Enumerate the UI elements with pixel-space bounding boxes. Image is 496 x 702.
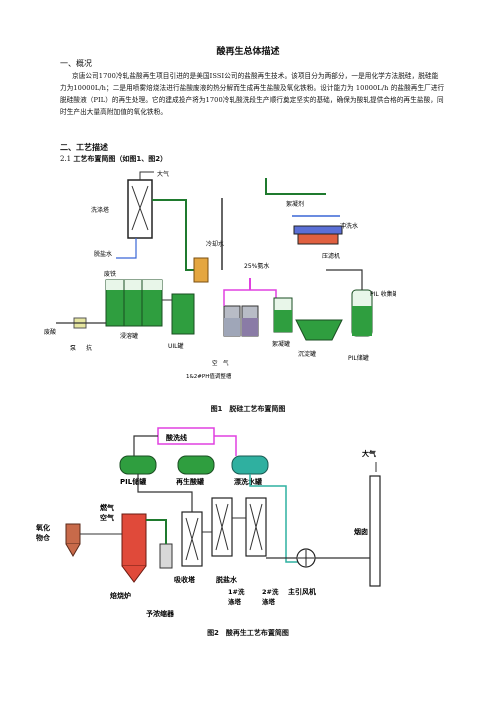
fig2-chimney: 烟囱 [354, 527, 368, 536]
fig2-scrubber1b: 涤塔 [228, 597, 242, 606]
leach-tank-top [106, 280, 162, 290]
ammonia-header [223, 289, 277, 306]
chimney [369, 475, 381, 587]
absorber-packing [185, 517, 199, 561]
fig2-rinse-tank: 漂洗水罐 [233, 477, 262, 486]
fig1-pil-storage: PIL储罐 [348, 354, 369, 362]
fig1-uil-tank: UIL罐 [168, 342, 184, 350]
scrubber-link-lines [202, 517, 246, 533]
preconcentrator [159, 543, 173, 569]
subsection-title: 工艺布置简图（如图1、图2） [73, 155, 168, 163]
pil-buffer-liquid [352, 306, 372, 336]
pil-line [326, 269, 363, 290]
roaster-gas-line [146, 519, 167, 544]
fig1-cooling-water: 冷却水 [206, 240, 224, 248]
fig2-absorber: 吸收塔 [174, 575, 196, 584]
subsection-number: 2.1 [60, 155, 72, 163]
regen-acid-tank [177, 455, 215, 475]
roaster [121, 513, 147, 567]
fig1-pump2: 抗 [86, 344, 92, 352]
fig1-scrubber-label: 洗涤塔 [91, 206, 109, 214]
fig2-fan: 主引风机 [288, 587, 316, 596]
fig1-settling-tank: 沉淀罐 [298, 350, 316, 358]
ph-tank-1-liquid [224, 318, 240, 336]
scrubber-2-packing [249, 503, 263, 551]
pil-to-absorber [137, 474, 193, 512]
scrubber-tower [127, 179, 153, 239]
fig2-scrubber2b: 涤塔 [262, 597, 276, 606]
heat-exchanger [193, 257, 209, 283]
fig1-scrap-iron: 废铁 [104, 270, 116, 278]
fig2-scrubber1: 1#洗 [228, 587, 245, 596]
fig1-floc-tank: 絮凝罐 [272, 340, 290, 348]
pil-tank [119, 455, 157, 475]
oxide-silo [65, 523, 81, 545]
ph-tank-2-liquid [242, 318, 258, 336]
fig2-iron-oxide: 氧化 [36, 523, 50, 532]
fig2-air: 空气 [100, 513, 114, 522]
rinse-tank [231, 455, 269, 475]
uil-tank [171, 293, 195, 335]
fan-blades [298, 550, 314, 566]
fig2-roaster: 焙烧炉 [110, 591, 131, 600]
flocculant-line [265, 178, 326, 195]
figure1-caption: 图1 脱硅工艺布置简图 [210, 405, 286, 413]
fig1-atmosphere: 大气 [157, 170, 169, 178]
fig2-regen-tank: 再生酸罐 [176, 477, 204, 486]
vent-line [139, 171, 154, 180]
fig1-flocculant: 絮凝剂 [286, 200, 304, 208]
fig2-preconcentrator: 予浓缩器 [146, 609, 175, 618]
pickling-to-regen [214, 435, 237, 456]
fig1-leach-tank: 浸溶罐 [120, 332, 138, 340]
rinse-line [249, 474, 298, 563]
subsection-heading: 2.1 工艺布置简图（如图1、图2） [60, 154, 167, 164]
fig2-pickling-line: 酸洗线 [166, 433, 187, 442]
floc-tank-liquid [274, 310, 292, 332]
fig1-pump: 泵 [70, 345, 76, 352]
fig1-pil-buffer: PIL 收集罐 [370, 290, 396, 298]
oxide-silo-cone [65, 543, 81, 557]
document-title: 酸再生总体描述 [216, 47, 280, 57]
filter-press-frame [293, 225, 343, 235]
fig1-ammonia: 25%氨水 [244, 262, 269, 270]
settling-tank [295, 319, 343, 341]
fig2-scrubber2: 2#洗 [262, 587, 279, 596]
fig2-atmosphere: 大气 [362, 449, 376, 458]
figure1-diagram: 大气 洗涤塔 脱盐水 废铁 浸溶罐 废酸 泵 抗 UIL罐 冷却水 25%氨水 … [44, 170, 396, 380]
roaster-cone [121, 565, 147, 583]
fig2-iron-oxide-2: 物仓 [36, 533, 51, 542]
fig1-desalted-water: 脱盐水 [94, 250, 112, 258]
fig2-pil-tank: PIL储罐 [120, 477, 146, 486]
fig1-filter-press: 压滤机 [322, 252, 340, 260]
scrubber-1-packing [215, 503, 229, 551]
scrubber-packing [131, 185, 149, 231]
fig1-waste-acid: 废酸 [44, 328, 56, 336]
desalted-water-line [116, 238, 137, 259]
section-heading-process: 二、工艺描述 [60, 143, 108, 152]
section-heading-overview: 一、概况 [60, 59, 92, 68]
fig2-fuel: 燃气 [99, 503, 114, 512]
overview-paragraph: 京唐公司1700冷轧盐酸再生项目引进的是美国ISSI公司的盐酸再生技术。该项目分… [60, 72, 445, 116]
figure2-diagram: 酸洗线 PIL储罐 再生酸罐 漂洗水罐 大气 氧化 物仓 燃气 空气 焙烧炉 予… [36, 427, 381, 618]
filter-press-plates [297, 233, 339, 245]
fig1-ph-tank: 1&2#PH值调整槽 [186, 372, 232, 380]
fig2-desalted-water: 脱盐水 [216, 575, 238, 584]
pickling-to-pil [133, 435, 158, 456]
fig1-flush-water: 冲洗水 [340, 222, 358, 230]
figure2-caption: 图2 酸再生工艺布置简图 [207, 629, 289, 637]
recycle-line [152, 199, 196, 271]
fig1-air: 空 气 [212, 359, 229, 367]
